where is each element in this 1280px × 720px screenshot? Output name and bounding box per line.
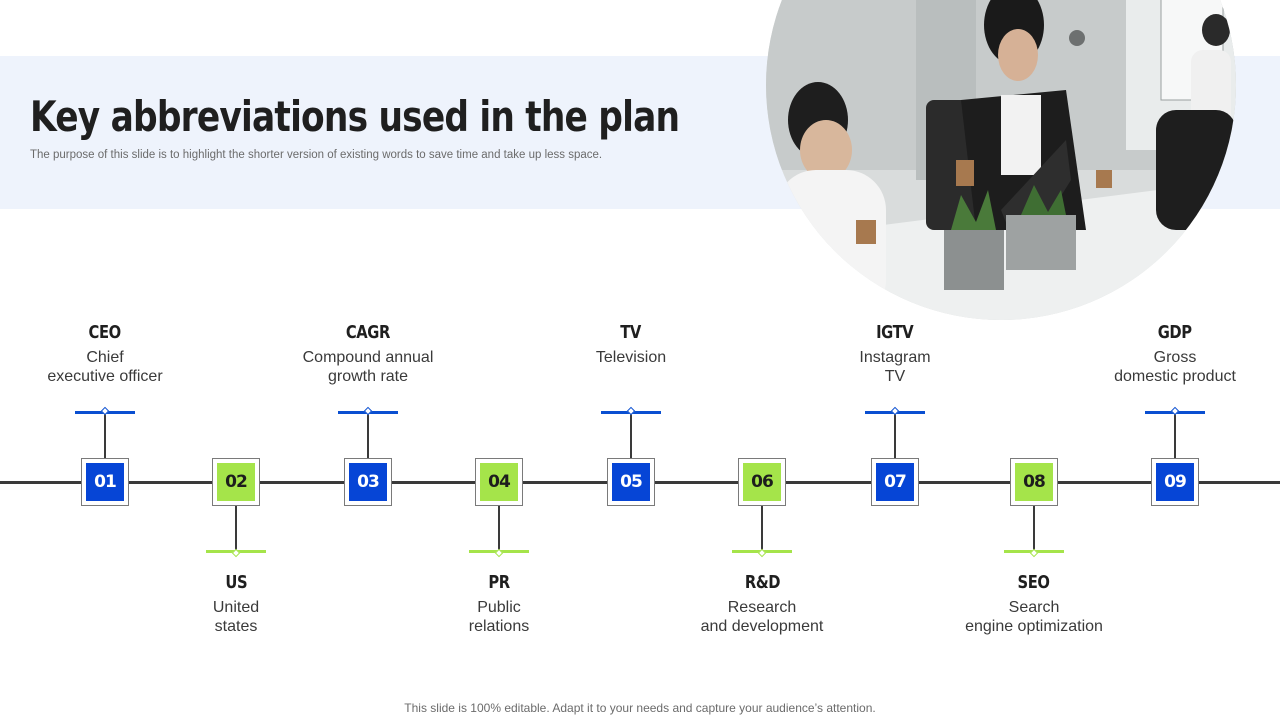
timeline-node: 02 — [212, 458, 260, 506]
node-number: 09 — [1156, 463, 1194, 501]
node-number: 06 — [743, 463, 781, 501]
abbreviation-label: CEO Chief executive officer — [5, 322, 205, 386]
node-connector — [761, 506, 763, 552]
node-connector — [1174, 413, 1176, 458]
timeline-node: 09 — [1151, 458, 1199, 506]
abbreviation-meaning: Chief executive officer — [5, 348, 205, 386]
node-number: 03 — [349, 463, 387, 501]
meeting-photo — [766, 0, 1236, 320]
abbreviation: R&D — [744, 572, 779, 594]
abbreviation-meaning: Instagram TV — [795, 348, 995, 386]
abbreviation-label: R&D Research and development — [662, 572, 862, 636]
node-number: 04 — [480, 463, 518, 501]
node-connector — [1033, 506, 1035, 552]
timeline-node: 05 — [607, 458, 655, 506]
abbreviation-label: IGTV Instagram TV — [795, 322, 995, 386]
node-number: 07 — [876, 463, 914, 501]
abbreviation-meaning: Television — [531, 348, 731, 367]
node-connector — [367, 413, 369, 458]
abbreviation: GDP — [1158, 322, 1192, 344]
node-connector — [498, 506, 500, 552]
abbreviation: PR — [488, 572, 509, 594]
abbreviation-meaning: Gross domestic product — [1075, 348, 1275, 386]
abbreviation-label: PR Public relations — [399, 572, 599, 636]
timeline-node: 06 — [738, 458, 786, 506]
timeline-node: 07 — [871, 458, 919, 506]
timeline-node: 04 — [475, 458, 523, 506]
node-number: 02 — [217, 463, 255, 501]
timeline-node: 03 — [344, 458, 392, 506]
node-number: 05 — [612, 463, 650, 501]
abbreviation: TV — [621, 322, 642, 344]
node-connector — [235, 506, 237, 552]
abbreviation-meaning: Search engine optimization — [934, 598, 1134, 636]
node-connector — [104, 413, 106, 458]
footer-note: This slide is 100% editable. Adapt it to… — [0, 701, 1280, 715]
abbreviation: SEO — [1018, 572, 1050, 594]
abbreviation-meaning: Compound annual growth rate — [268, 348, 468, 386]
timeline-node: 08 — [1010, 458, 1058, 506]
abbreviation-label: GDP Gross domestic product — [1075, 322, 1275, 386]
abbreviation: CEO — [89, 322, 121, 344]
slide-subtitle: The purpose of this slide is to highligh… — [30, 149, 602, 161]
abbreviation: IGTV — [876, 322, 913, 344]
timeline-node: 01 — [81, 458, 129, 506]
abbreviation-label: TV Television — [531, 322, 731, 367]
node-number: 08 — [1015, 463, 1053, 501]
slide-title: Key abbreviations used in the plan — [30, 88, 679, 146]
abbreviation-meaning: Research and development — [662, 598, 862, 636]
abbreviation: CAGR — [346, 322, 390, 344]
abbreviation: US — [225, 572, 247, 594]
abbreviation-label: CAGR Compound annual growth rate — [268, 322, 468, 386]
node-connector — [630, 413, 632, 458]
node-connector — [894, 413, 896, 458]
abbreviation-label: US United states — [136, 572, 336, 636]
node-number: 01 — [86, 463, 124, 501]
abbreviation-meaning: United states — [136, 598, 336, 636]
abbreviation-label: SEO Search engine optimization — [934, 572, 1134, 636]
abbreviation-meaning: Public relations — [399, 598, 599, 636]
